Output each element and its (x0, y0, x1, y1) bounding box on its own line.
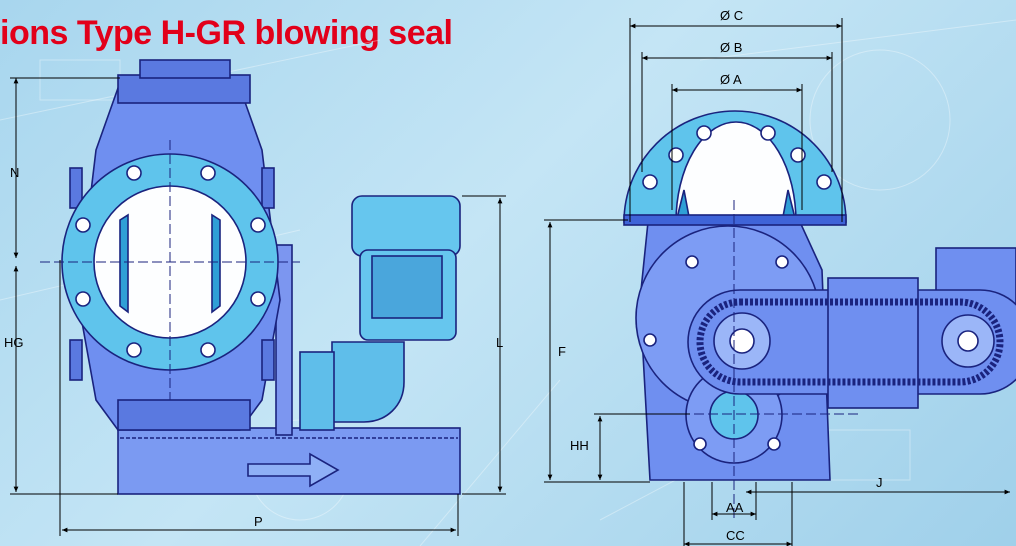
top-flange (623, 110, 847, 226)
right-view (610, 110, 1016, 520)
dim-n-label: N (10, 165, 19, 180)
chain-drive (687, 247, 1016, 409)
dim-da-label: Ø A (720, 72, 742, 87)
dim-cc-label: CC (726, 528, 745, 543)
dim-hh-label: HH (570, 438, 589, 453)
dim-p-label: P (254, 514, 263, 529)
page-title: ions Type H-GR blowing seal (0, 14, 453, 52)
dim-db-label: Ø B (720, 40, 742, 55)
base-frame (117, 427, 461, 495)
right-dimension-lines (544, 18, 1010, 546)
left-view (40, 59, 461, 495)
dim-aa-label: AA (726, 500, 744, 515)
motor (299, 195, 461, 431)
dim-l-label: L (496, 335, 503, 350)
dim-f-label: F (558, 344, 566, 359)
dim-dc-label: Ø C (720, 8, 743, 23)
left-dimension-lines (10, 77, 506, 536)
support-bracket (275, 244, 293, 436)
dim-j-label: J (876, 475, 883, 490)
flange-bolts (75, 165, 266, 358)
dim-hg-label: HG (4, 335, 24, 350)
direction-arrow (247, 452, 340, 488)
